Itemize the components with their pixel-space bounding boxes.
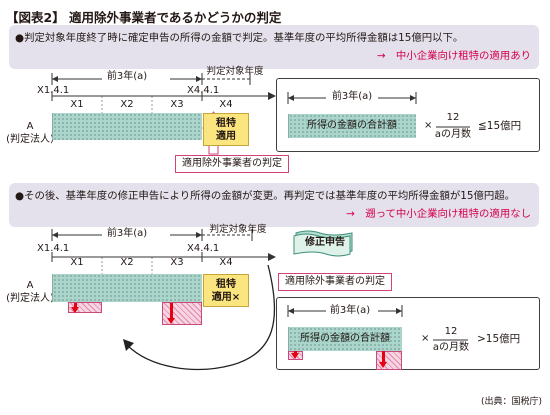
bottom-year-label: X4: [219, 257, 233, 268]
bottom-panel-red-arrow-1: [291, 351, 299, 359]
bottom-panel-income-bar: [288, 327, 402, 351]
bottom-result: >15億円: [477, 333, 521, 345]
bottom-frac-denominator: aの月数: [432, 342, 470, 353]
bottom-red-arrow-x1: [71, 303, 79, 313]
top-year-label: X4: [219, 99, 233, 110]
bottom-target-year-label: 判定対象年度: [209, 224, 267, 235]
amended-return-label: 修正申告: [305, 237, 345, 248]
top-year-label: X1: [70, 99, 84, 110]
top-entity-name: A: [26, 121, 34, 132]
bottom-tokurei-box: 租特 適用×: [203, 274, 249, 307]
top-income-bar-x1-x3: [52, 113, 202, 140]
bottom-entity-sub: (判定法人): [6, 293, 54, 304]
bottom-panel-prev3: 前3年(a): [329, 305, 371, 316]
bottom-year-label: X2: [120, 257, 134, 268]
top-prev3-label: 前3年(a): [106, 71, 148, 82]
top-note-conclusion: → 中小企業向け租特の適用あり: [376, 50, 531, 62]
bottom-judgement-label: 適用除外事業者の判定: [278, 273, 392, 291]
top-date-start: X1.4.1: [37, 85, 70, 96]
bottom-calc-bracket: [287, 305, 468, 341]
bottom-prev3-label: 前3年(a): [106, 228, 148, 239]
top-year-label: X2: [120, 99, 134, 110]
source-note: (出典：国税庁): [480, 397, 542, 407]
bottom-year-label: X1: [70, 257, 84, 268]
top-year-label: X3: [170, 99, 184, 110]
top-result: ≦15億円: [478, 120, 522, 132]
bottom-red-arrow-x3: [167, 303, 175, 324]
top-frac-denominator: aの月数: [434, 129, 472, 140]
top-calc-bracket: [287, 92, 470, 128]
bottom-panel-red-arrow-2: [379, 351, 387, 368]
bottom-tokurei-line1: 租特: [216, 279, 236, 290]
top-tokurei-line1: 租特: [216, 118, 236, 129]
bottom-date-end: X4.4.1: [187, 243, 220, 254]
bottom-income-total-label: 所得の金額の合計額: [300, 333, 390, 344]
bottom-note-box: ●その後、基準年度の修正申告により所得の金額が変更。再判定では基準年度の平均所得…: [9, 183, 539, 227]
bottom-frac-numerator: 12: [444, 326, 458, 337]
top-tokurei-box: 租特 適用: [203, 113, 249, 146]
top-panel-prev3: 前3年(a): [331, 91, 373, 102]
bottom-note-conclusion: → 遡って中小企業向け租特の適用なし: [346, 208, 531, 220]
top-note-text: ●判定対象年度終了時に確定申告の所得の金額で判定。基準年度の平均所得金額は15億…: [15, 32, 464, 44]
top-tokurei-line2: 適用: [216, 131, 236, 142]
top-date-end: X4.4.1: [187, 85, 220, 96]
top-judgement-label: 適用除外事業者の判定: [175, 155, 289, 173]
top-note-box: ●判定対象年度終了時に確定申告の所得の金額で判定。基準年度の平均所得金額は15億…: [9, 25, 539, 69]
amended-return-document-icon: [293, 230, 353, 257]
bottom-income-bar-x1-x3: [52, 274, 202, 302]
top-entity-sub: (判定法人): [6, 134, 54, 145]
top-income-total-label: 所得の金額の合計額: [307, 120, 397, 131]
top-target-year-label: 判定対象年度: [206, 66, 264, 77]
bottom-times-sign: ×: [421, 333, 430, 344]
bottom-hatch-x1: [68, 302, 102, 313]
top-frac-numerator: 12: [446, 112, 460, 123]
bottom-tokurei-line2: 適用×: [204, 291, 248, 304]
bottom-entity-name: A: [26, 280, 34, 291]
bottom-tokurei-cross: ×: [231, 292, 241, 303]
top-times-sign: ×: [424, 120, 433, 131]
bottom-note-text: ●その後、基準年度の修正申告により所得の金額が変更。再判定では基準年度の平均所得…: [15, 190, 516, 202]
top-panel-income-bar: [288, 114, 416, 138]
bottom-timeline-graphic: [51, 229, 276, 371]
bottom-year-label: X3: [170, 257, 184, 268]
figure-title: 【図表2】 適用除外事業者であるかどうかの判定: [6, 10, 282, 25]
bottom-date-start: X1.4.1: [37, 243, 70, 254]
bottom-tokurei-line2-text: 適用: [211, 292, 232, 303]
